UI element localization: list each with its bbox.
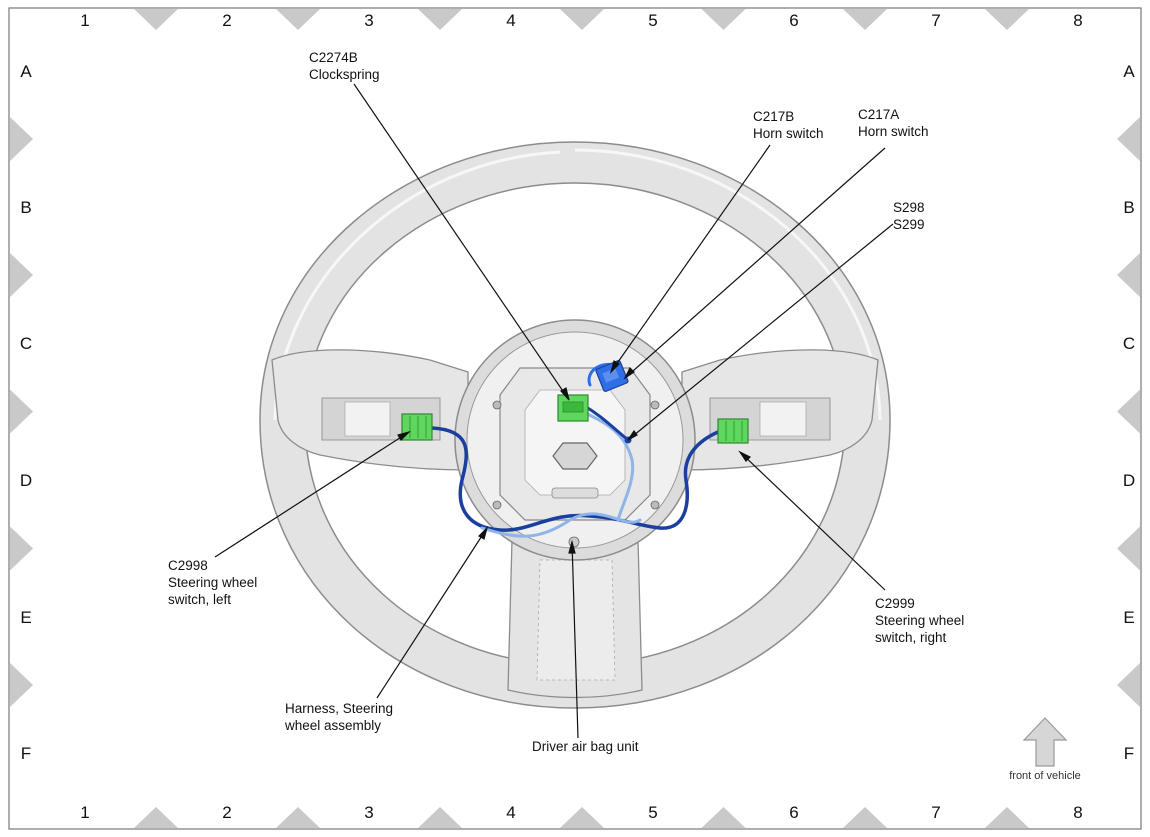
grid-column-label-bottom: 4 [506,803,515,822]
grid-zone-marker [1117,663,1140,707]
callout-horn-b: C217B Horn switch [753,109,824,141]
callout-harness: Harness, Steering wheel assembly [284,701,393,733]
grid-column-label-top: 7 [931,11,940,30]
callout-switch-right: C2999 Steering wheel switch, right [875,596,964,645]
grid-zone-markers [10,9,1140,828]
grid-zone-marker [843,807,887,828]
up-arrow-icon [1022,717,1068,767]
grid-column-label-bottom: 7 [931,803,940,822]
grid-zone-marker [10,663,33,707]
grid-row-label-left: B [20,198,31,217]
grid-zone-marker [985,9,1029,30]
grid-column-label-bottom: 5 [648,803,657,822]
grid-column-labels-bottom: 1 2 3 4 5 6 7 8 [80,803,1082,822]
grid-column-label-top: 5 [648,11,657,30]
front-of-vehicle-label: front of vehicle [1009,770,1081,782]
callout-switch-left-line3: switch, left [168,592,231,607]
grid-row-label-left: F [21,744,31,763]
grid-column-label-top: 1 [80,11,89,30]
callout-airbag: Driver air bag unit [532,739,639,754]
grid-zone-marker [1117,117,1140,161]
grid-zone-marker [134,807,178,828]
grid-zone-marker [560,807,604,828]
grid-zone-marker [1117,526,1140,571]
grid-row-label-right: F [1124,744,1134,763]
grid-row-label-right: A [1123,62,1135,81]
callout-splice-s298: S298 [893,200,925,215]
grid-zone-marker [701,807,746,828]
callout-harness-line2: wheel assembly [284,718,381,733]
callout-horn-b-desc: Horn switch [753,126,824,141]
grid-column-label-top: 3 [364,11,373,30]
connectors [401,360,749,444]
callout-switch-right-line2: Steering wheel [875,613,964,628]
grid-zone-marker [843,9,887,30]
callout-harness-line1: Harness, Steering [285,701,393,716]
callout-clockspring-desc: Clockspring [309,67,380,82]
connector-c2999 [717,418,749,444]
connector-c2998 [401,413,433,441]
grid-zone-marker [701,9,746,30]
callout-horn-a-desc: Horn switch [858,124,929,139]
front-of-vehicle-indicator: front of vehicle [1009,717,1081,782]
grid-zone-marker [10,117,33,161]
grid-row-label-right: C [1123,334,1135,353]
grid-zone-marker [10,389,33,434]
harness-wires [430,363,720,538]
callout-horn-a: C217A Horn switch [858,107,929,139]
grid-zone-marker [560,9,604,30]
grid-row-label-left: E [20,608,31,627]
grid-zone-marker [418,807,462,828]
center-nut [552,442,598,470]
grid-zone-marker [276,807,320,828]
callout-switch-left: C2998 Steering wheel switch, left [168,558,257,607]
grid-column-labels-top: 1 2 3 4 5 6 7 8 [80,11,1082,30]
callout-horn-a-id: C217A [858,107,899,122]
grid-zone-marker [1117,253,1140,297]
grid-row-labels-right: A B C D E F [1123,62,1135,763]
connector-c217 [595,360,629,392]
grid-column-label-top: 8 [1073,11,1082,30]
grid-column-label-top: 4 [506,11,515,30]
grid-column-label-top: 6 [789,11,798,30]
callout-clockspring-id: C2274B [309,50,358,65]
grid-zone-marker [134,9,178,30]
grid-row-label-left: C [20,334,32,353]
callout-splice-s299: S299 [893,217,925,232]
callout-labels: C2274B Clockspring C217B Horn switch C21… [168,50,964,754]
grid-zone-marker [276,9,320,30]
callout-horn-b-id: C217B [753,109,794,124]
grid-zone-marker [1117,389,1140,434]
callout-switch-right-line3: switch, right [875,630,947,645]
callout-splice: S298 S299 [893,200,925,232]
grid-row-label-right: B [1123,198,1134,217]
grid-row-label-left: A [20,62,32,81]
grid-column-label-bottom: 8 [1073,803,1082,822]
grid-column-label-bottom: 3 [364,803,373,822]
grid-zone-marker [418,9,462,30]
grid-row-label-right: D [1123,471,1135,490]
callout-clockspring: C2274B Clockspring [309,50,380,82]
steering-wheel-illustration [259,141,891,709]
callout-switch-right-id: C2999 [875,596,915,611]
grid-column-label-bottom: 6 [789,803,798,822]
connector-c2274b [557,394,589,422]
grid-row-labels-left: A B C D E F [20,62,32,763]
callout-switch-left-id: C2998 [168,558,208,573]
grid-column-label-bottom: 1 [80,803,89,822]
grid-column-label-top: 2 [222,11,231,30]
grid-zone-marker [10,253,33,297]
grid-zone-marker [985,807,1029,828]
grid-row-label-left: D [20,471,32,490]
grid-zone-marker [10,526,33,571]
leader-lines [214,83,894,739]
grid-row-label-right: E [1123,608,1134,627]
callout-switch-left-line2: Steering wheel [168,575,257,590]
grid-column-label-bottom: 2 [222,803,231,822]
